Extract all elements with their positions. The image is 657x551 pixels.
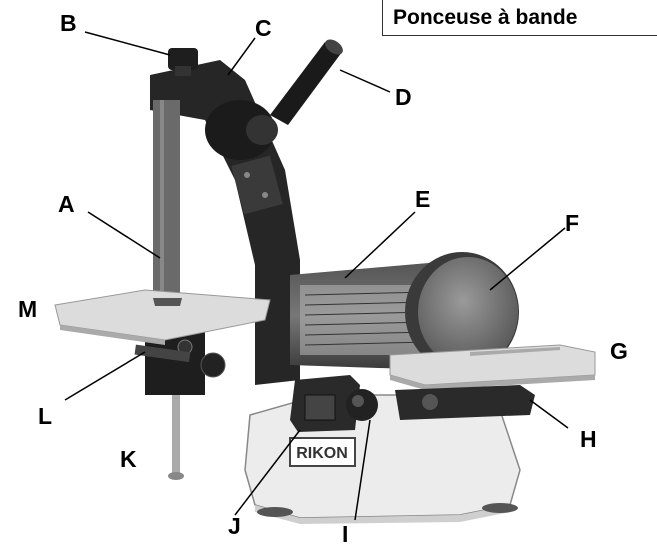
label-b: B xyxy=(60,10,77,36)
belt-table xyxy=(54,289,271,345)
label-i: I xyxy=(342,521,349,547)
sanding-disc xyxy=(405,252,519,372)
label-f: F xyxy=(565,210,580,236)
brand-label: RIKON xyxy=(296,445,348,462)
label-a: A xyxy=(58,191,75,217)
leader-j xyxy=(234,429,301,516)
tilt-knob xyxy=(346,389,378,421)
leader-l xyxy=(64,351,146,401)
label-k: K xyxy=(120,446,137,472)
sanding-belt xyxy=(153,100,180,305)
adjustment-rod xyxy=(168,395,184,480)
leader-a xyxy=(87,211,161,259)
leader-e xyxy=(344,211,416,279)
pulley-housing xyxy=(205,100,278,160)
disc-table xyxy=(389,344,596,390)
tension-knob xyxy=(168,48,198,76)
leader-f xyxy=(489,227,566,291)
label-l: L xyxy=(38,403,53,429)
leader-lines xyxy=(64,31,569,521)
leader-h xyxy=(529,399,569,429)
brand-plate: RIKON xyxy=(289,437,356,467)
title-box xyxy=(382,0,657,36)
lock-lever xyxy=(134,344,191,363)
leader-i xyxy=(354,419,371,521)
diagram-title: Ponceuse à bande xyxy=(393,6,578,29)
dust-port xyxy=(270,39,343,125)
label-g: G xyxy=(610,338,628,364)
label-e: E xyxy=(415,186,431,212)
label-h: H xyxy=(580,426,597,452)
disc-table-support xyxy=(395,385,535,420)
leader-c xyxy=(227,37,256,76)
leader-b xyxy=(84,31,171,56)
label-j: J xyxy=(228,513,241,539)
label-c: C xyxy=(255,15,272,41)
label-d: D xyxy=(395,84,412,110)
switch-box xyxy=(290,375,360,432)
label-m: M xyxy=(18,296,38,322)
leader-d xyxy=(339,69,391,93)
